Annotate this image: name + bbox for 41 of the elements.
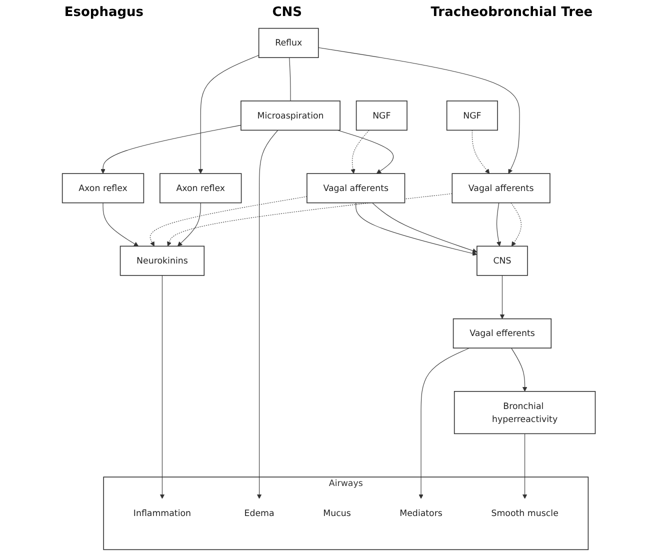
node-box: NGF: [446, 100, 498, 131]
arrow: [177, 202, 201, 246]
node-box: Neurokinins: [120, 246, 204, 276]
node-box: Vagal afferents: [306, 173, 405, 204]
arrow: [198, 54, 259, 174]
node-box: CNS: [476, 246, 528, 276]
node-box: Microaspiration: [240, 100, 340, 131]
arrow: [500, 275, 504, 320]
arrow: [166, 193, 452, 246]
arrow: [100, 124, 241, 174]
arrow: [522, 433, 527, 499]
arrow: [102, 202, 138, 246]
arrow: [372, 202, 477, 253]
arrow: [350, 130, 370, 174]
arrow: [510, 202, 522, 246]
arrow: [472, 130, 490, 174]
node-box: Bronchial hyperreactivity: [454, 391, 596, 434]
node-box: Reflux: [258, 28, 318, 58]
arrow: [337, 130, 394, 174]
node-text: Mediators: [399, 508, 442, 518]
arrow: [496, 202, 501, 246]
column-heading: CNS: [272, 4, 302, 20]
connector: [288, 57, 290, 102]
node-box: Axon reflex: [159, 173, 242, 204]
arrow: [318, 47, 520, 174]
node-text: Mucus: [322, 508, 351, 518]
node-text: Inflammation: [133, 508, 191, 518]
arrow: [418, 348, 470, 499]
node-box: NGF: [356, 100, 408, 131]
node-text: Edema: [244, 508, 274, 518]
column-heading: Esophagus: [64, 4, 144, 20]
arrow: [355, 202, 477, 256]
node-box: Vagal efferents: [452, 318, 552, 348]
arrow: [510, 348, 527, 392]
arrow: [256, 130, 278, 499]
node-text: Smooth muscle: [490, 508, 558, 518]
column-heading: Tracheobronchial Tree: [430, 4, 593, 20]
node-box: Axon reflex: [62, 173, 144, 204]
node-box: Vagal afferents: [451, 173, 550, 204]
arrow: [150, 196, 307, 246]
arrow: [160, 275, 164, 499]
